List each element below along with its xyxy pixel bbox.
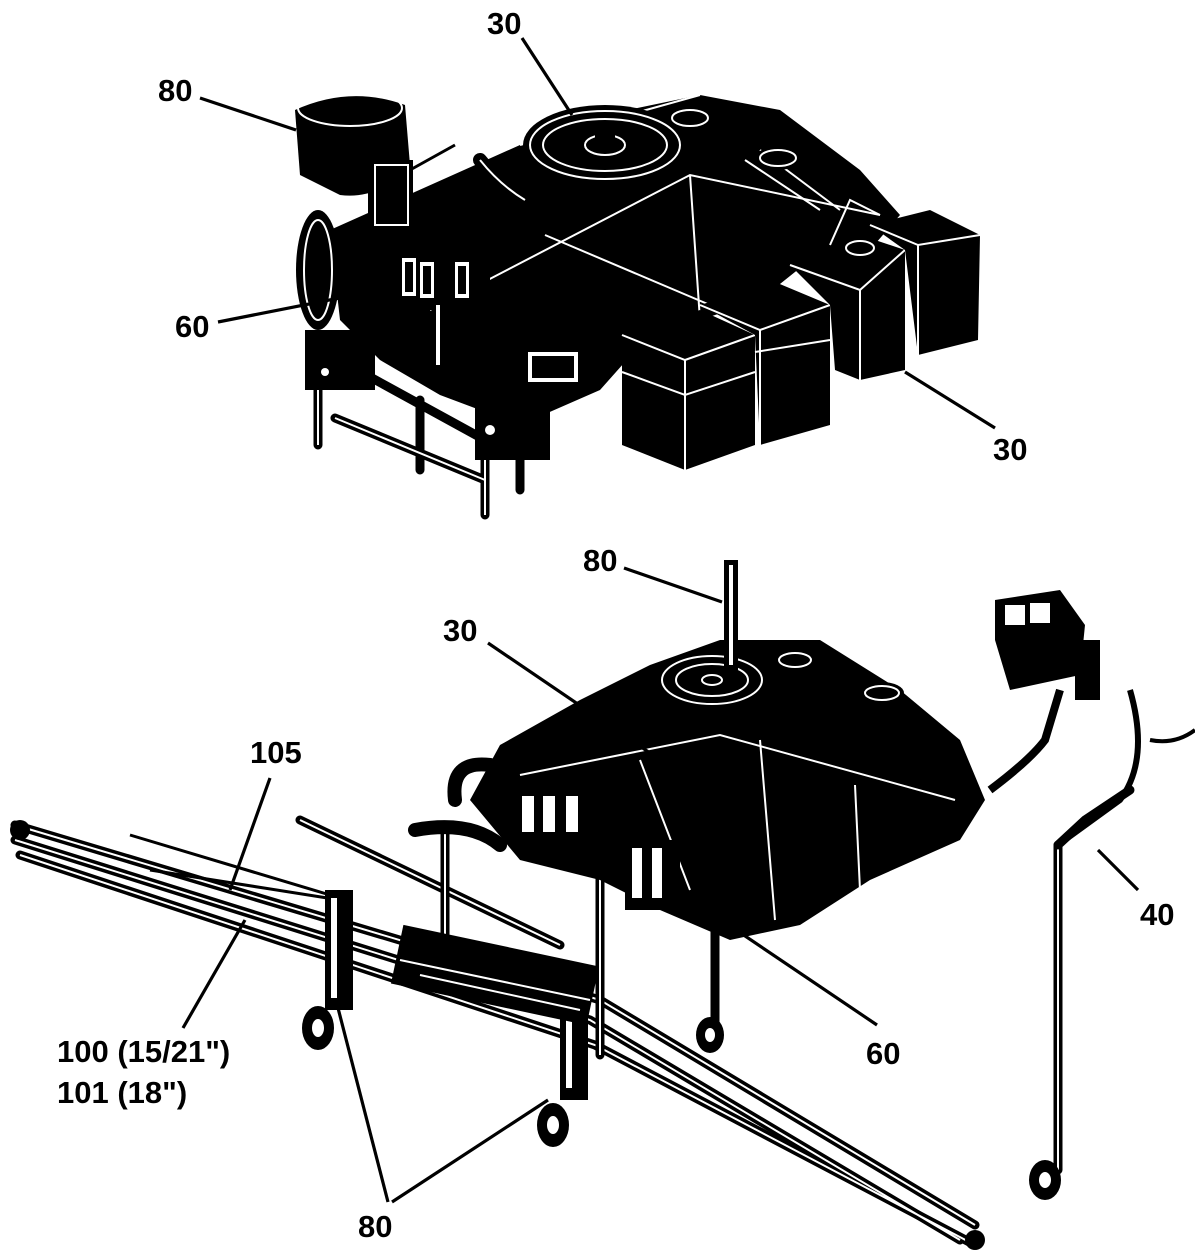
callout-101: 101 (18") — [57, 1075, 187, 1110]
callout-30-top: 30 — [487, 6, 521, 41]
caster-wheels-80 — [302, 890, 1061, 1200]
bottom-sprayer-assembly — [10, 560, 1195, 1250]
callout-80-hopper: 80 — [158, 73, 192, 108]
callout-30-right: 30 — [993, 432, 1027, 467]
callout-60-manifold: 60 — [175, 309, 209, 344]
spray-boom — [10, 815, 985, 1250]
sprayer-valves-60 — [515, 790, 680, 910]
main-tank — [330, 95, 900, 425]
valve-manifold-60 — [380, 250, 490, 370]
drive-wheel — [296, 210, 340, 330]
top-tank-assembly — [295, 89, 981, 520]
control-unit-40 — [995, 590, 1100, 700]
callout-80-wheels: 80 — [358, 1209, 392, 1244]
callout-80-pole: 80 — [583, 543, 617, 578]
callout-60-bottom: 60 — [866, 1036, 900, 1071]
callout-105: 105 — [250, 735, 302, 770]
sprayer-tank — [470, 640, 985, 940]
callout-40: 40 — [1140, 897, 1174, 932]
callout-100: 100 (15/21") — [57, 1034, 230, 1069]
callout-30-bottom: 30 — [443, 613, 477, 648]
battery-boxes-30 — [621, 210, 981, 470]
